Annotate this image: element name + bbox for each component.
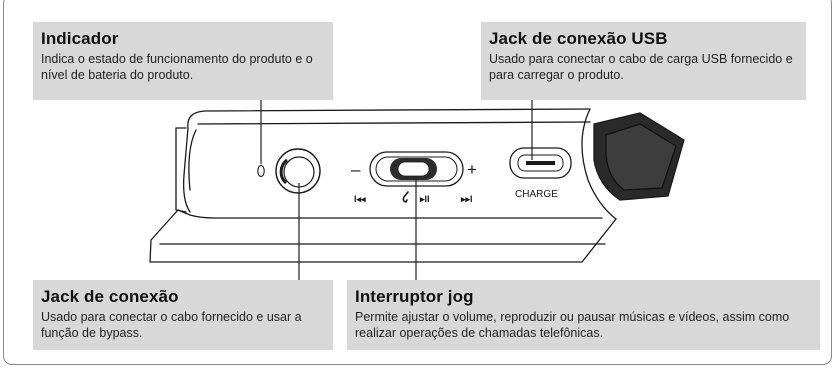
callout-usb-desc: Usado para conectar o cabo de carga USB … xyxy=(489,52,793,82)
callout-indicador-desc: Indica o estado de funcionamento do prod… xyxy=(41,52,313,82)
device-left-edge xyxy=(182,127,191,213)
jog-prev-label: I◂◂ xyxy=(354,194,366,204)
callout-jog-desc: Permite ajustar o volume, reproduzir ou … xyxy=(355,310,790,340)
callout-jack: Jack de conexão Usado para conectar o ca… xyxy=(33,280,333,350)
jog-switch-knob-face xyxy=(397,161,430,177)
device-base-outline xyxy=(149,209,617,263)
device-body-outline xyxy=(187,108,591,129)
callout-usb: Jack de conexão USB Usado para conectar … xyxy=(481,22,806,100)
jog-next-label: ▸▸I xyxy=(460,194,473,204)
jack-port-inner xyxy=(283,156,315,188)
charge-label: CHARGE xyxy=(515,189,558,200)
jog-plus-label: + xyxy=(467,160,477,179)
callout-usb-title: Jack de conexão USB xyxy=(489,29,668,48)
indicator-led xyxy=(257,164,265,178)
callout-jack-desc: Usado para conectar o cabo fornecido e u… xyxy=(41,310,302,340)
callout-jog-title: Interruptor jog xyxy=(355,287,474,306)
device-right-curve xyxy=(581,108,617,220)
outer-frame xyxy=(3,0,832,365)
usb-port-tongue xyxy=(526,161,555,165)
call-icon xyxy=(402,191,409,203)
jog-play-pause-label: ▸II xyxy=(419,194,430,204)
device-left-cap xyxy=(188,129,197,191)
jog-minus-label: – xyxy=(351,160,361,179)
callout-jog: Interruptor jog Permite ajustar o volume… xyxy=(347,280,820,350)
callout-indicador: Indicador Indica o estado de funcionamen… xyxy=(33,22,333,100)
callout-indicador-title: Indicador xyxy=(41,29,119,48)
frame-notch xyxy=(535,0,597,8)
device-clip-face xyxy=(605,123,677,191)
device-base-edge xyxy=(177,209,603,219)
callout-jack-title: Jack de conexão xyxy=(41,287,179,306)
device-left-corner xyxy=(175,127,187,213)
device-body-inner-line xyxy=(197,121,591,125)
